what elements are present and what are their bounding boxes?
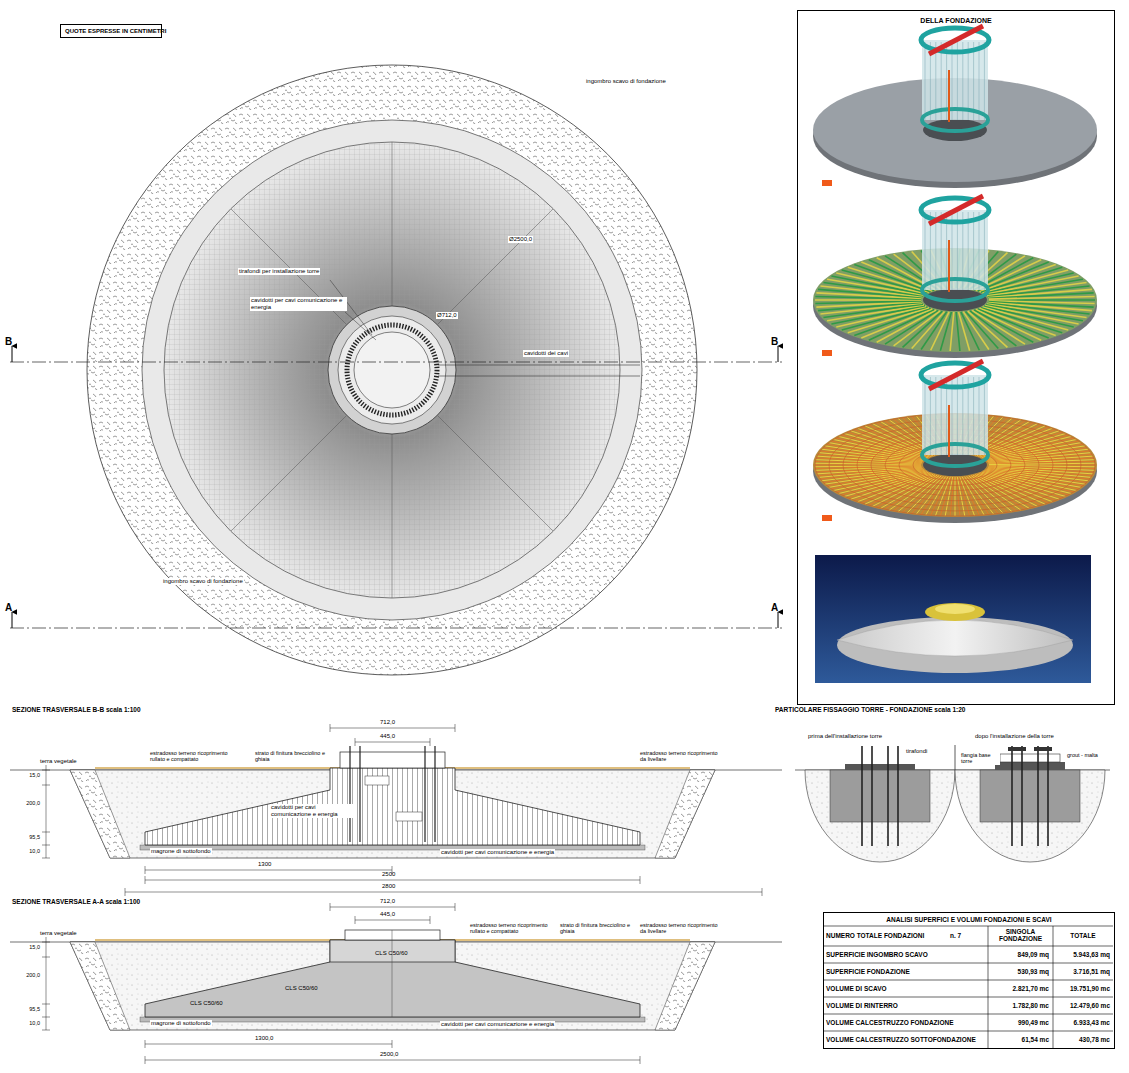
- drawing-label: 712,0: [380, 898, 395, 905]
- drawing-label: 2500: [382, 871, 395, 878]
- anchor-detail: [795, 745, 1110, 862]
- fem-panel: DELLA FONDAZIONE: [797, 10, 1115, 705]
- section-b: [10, 724, 782, 896]
- drawing-label: terra vegetale: [40, 930, 77, 937]
- drawing-label: ingombro scavo di fondazione: [162, 578, 244, 585]
- table-cell: 6.933,43 mc: [1054, 1019, 1110, 1026]
- tower-cylinder: [921, 361, 989, 466]
- table-cell: VOLUME DI RINTERRO: [826, 1002, 898, 1009]
- drawing-label: estradosso terreno ricoprimento da livel…: [640, 750, 718, 763]
- drawing-label: 15,0: [14, 772, 40, 778]
- table-cell: SUPERFICIE INGOMBRO SCAVO: [826, 951, 928, 958]
- drawing-label: 712,0: [380, 719, 395, 726]
- drawing-label: 445,0: [380, 733, 395, 740]
- drawing-label: flangia base torre: [960, 752, 1000, 765]
- drawing-label: A: [5, 602, 12, 614]
- drawing-label: magrone di sottofondo: [150, 1020, 212, 1027]
- drawing-label: Ø712,0: [436, 312, 458, 319]
- table-cell: 19.751,90 mc: [1054, 985, 1110, 992]
- drawing-label: Ø2500,0: [508, 236, 533, 243]
- tower-cylinder: [921, 26, 989, 131]
- drawing-label: 1300,0: [255, 1035, 273, 1042]
- drawing-label: estradosso terreno ricoprimento da livel…: [640, 922, 718, 935]
- table-cell: 61,54 mc: [989, 1036, 1049, 1043]
- drawing-label: CLS C50/60: [190, 1000, 223, 1007]
- drawing-label: A: [771, 602, 778, 614]
- table-cell: 12.479,60 mc: [1054, 1002, 1110, 1009]
- table-cell: VOLUME DI SCAVO: [826, 985, 887, 992]
- drawing-label: strato di finitura brecciolino e ghiaia: [255, 750, 325, 763]
- drawing-label: tirafondi: [905, 748, 928, 755]
- table-cell: TOTALE: [1053, 932, 1113, 939]
- units-note-box: QUOTE ESPRESSE IN CENTIMETRI: [60, 24, 162, 38]
- drawing-label: dopo l'installazione della torre: [975, 733, 1054, 740]
- drawing-label: 95,5: [14, 834, 40, 840]
- table-cell: 2.821,70 mc: [989, 985, 1049, 992]
- drawing-label: ingombro scavo di fondazione: [585, 78, 667, 85]
- drawing-label: magrone di sottofondo: [150, 848, 212, 855]
- drawing-label: tirafondi per installazione torre: [238, 268, 320, 275]
- drawing-label: terra vegetale: [40, 758, 77, 765]
- drawing-label: 10,0: [14, 848, 40, 854]
- drawing-label: B: [5, 336, 12, 348]
- drawing-label: SEZIONE TRASVERSALE B-B scala 1:100: [12, 706, 141, 713]
- drawing-label: 200,0: [14, 972, 40, 978]
- node-text: DELLA FONDAZIONE: [802, 17, 1110, 24]
- drawing-label: 10,0: [14, 1020, 40, 1026]
- table-cell: 1.782,80 mc: [989, 1002, 1049, 1009]
- table-cell: 3.716,51 mq: [1054, 968, 1110, 975]
- drawing-label: cavidotti per cavi comunicazione e energ…: [440, 849, 555, 856]
- drawing-label: SEZIONE TRASVERSALE A-A scala 1:100: [12, 898, 140, 905]
- drawing-label: 445,0: [380, 911, 395, 918]
- table-cell: 430,78 mc: [1054, 1036, 1110, 1043]
- drawing-label: estradosso terreno ricoprimento rullato …: [150, 750, 228, 763]
- drawing-label: 95,5: [14, 1006, 40, 1012]
- drawing-label: CLS C50/60: [285, 985, 318, 992]
- drawing-label: cavidotti dei cavi: [523, 350, 569, 357]
- drawing-label: PARTICOLARE FISSAGGIO TORRE - FONDAZIONE…: [775, 706, 965, 713]
- table-cell: NUMERO TOTALE FONDAZIONI: [826, 932, 924, 939]
- table-cell: VOLUME CALCESTRUZZO SOTTOFONDAZIONE: [826, 1036, 976, 1043]
- table-grid: [823, 926, 1113, 1048]
- drawing-label: cavidotti per cavi comunicazione e energ…: [440, 1021, 555, 1028]
- drawing-label: 2800: [382, 883, 395, 890]
- table-cell: SUPERFICIE FONDAZIONE: [826, 968, 910, 975]
- table-cell: 990,49 mc: [989, 1019, 1049, 1026]
- drawing-label: 2500,0: [380, 1051, 398, 1058]
- drawing-label: 1300: [258, 861, 271, 868]
- drawing-label: cavidotti per cavi comunicazione e energ…: [270, 804, 357, 818]
- drawing-label: prima dell'installazione torre: [808, 733, 882, 740]
- table-cell: VOLUME CALCESTRUZZO FONDAZIONE: [826, 1019, 953, 1026]
- table-cell: SINGOLA FONDAZIONE: [988, 928, 1053, 943]
- drawing-label: strato di finitura brecciolino e ghiaia: [560, 922, 630, 935]
- node-text: QUOTE ESPRESSE IN CENTIMETRI: [65, 28, 157, 34]
- table-cell: 5.943,63 mq: [1054, 951, 1110, 958]
- drawing-label: 200,0: [14, 800, 40, 806]
- drawing-label: CLS C50/60: [375, 950, 408, 957]
- table-cell: 530,93 mq: [989, 968, 1049, 975]
- drawing-label: B: [771, 336, 778, 348]
- table-cell: n. 7: [950, 932, 961, 939]
- node-text: ANALISI SUPERFICI E VOLUMI FONDAZIONI E …: [828, 916, 1110, 923]
- drawing-label: cavidotti per cavi comunicazione e energ…: [250, 297, 347, 311]
- plan-view: [10, 65, 782, 675]
- fem-renders: [813, 26, 1097, 683]
- drawing-label: estradosso terreno ricoprimento rullato …: [470, 922, 548, 935]
- tower-cylinder: [921, 196, 989, 301]
- drawing-label: 15,0: [14, 944, 40, 950]
- section-a: [10, 903, 782, 1064]
- table-cell: 849,09 mq: [989, 951, 1049, 958]
- drawing-label: grout - malta: [1066, 752, 1108, 758]
